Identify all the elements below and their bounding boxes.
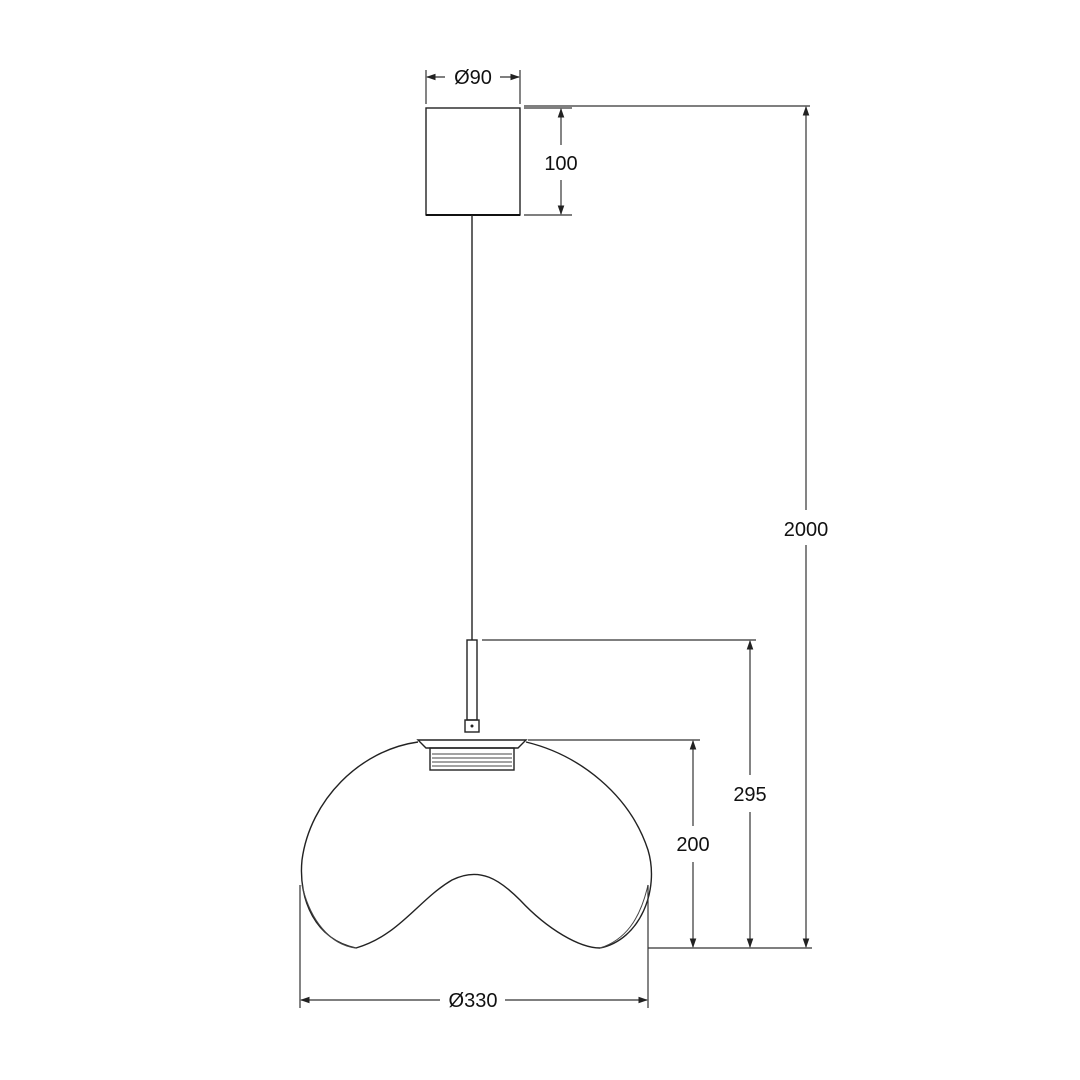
shade-diameter-label: Ø330 (449, 990, 498, 1012)
ceiling-canopy (425, 107, 521, 216)
glass-shade (300, 741, 653, 949)
lamp-height-with-stem-label: 295 (733, 784, 766, 806)
shade-height-label: 200 (676, 834, 709, 856)
lamp-holder (416, 739, 528, 771)
dimension-shade-diameter: Ø330 (299, 885, 649, 1012)
dimension-canopy-height: 100 (524, 107, 578, 216)
canopy-height-label: 100 (544, 153, 577, 175)
dimension-lamp-height-with-stem: 295 (482, 639, 767, 948)
dimension-canopy-diameter: Ø90 (425, 67, 521, 104)
overall-height-label: 2000 (784, 519, 829, 541)
dimension-shade-height: 200 (528, 739, 710, 948)
lamp-stem (464, 639, 480, 733)
canopy-diameter-label: Ø90 (454, 67, 492, 89)
dimension-overall-height: 2000 (524, 105, 829, 949)
